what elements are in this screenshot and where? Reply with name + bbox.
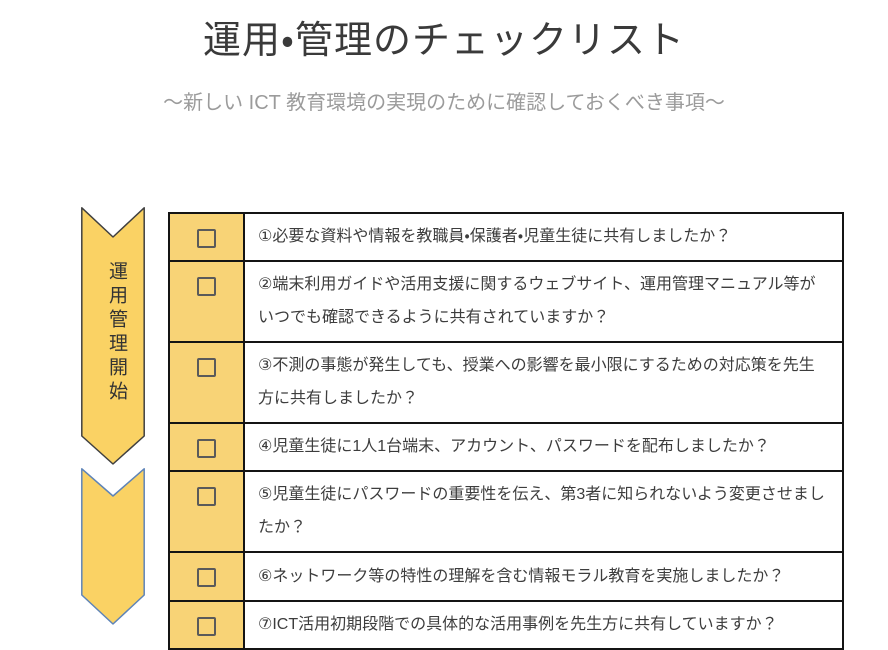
down-arrow-shape — [81, 468, 145, 625]
checkbox-icon[interactable] — [197, 439, 216, 458]
checkbox-cell — [168, 551, 245, 602]
table-row: ⑥ネットワーク等の特性の理解を含む情報モラル教育を実施しましたか？ — [168, 551, 844, 602]
checklist-item-text: ⑦ICT活用初期段階での具体的な活用事例を先生方に共有していますか？ — [243, 600, 844, 650]
table-row: ⑤児童生徒にパスワードの重要性を伝え、第3者に知られないよう変更させましたか？ — [168, 470, 844, 553]
page-subtitle: 〜新しい ICT 教育環境の実現のために確認しておくべき事項〜 — [163, 92, 725, 114]
table-row: ④児童生徒に1人1台端末、アカウント、パスワードを配布しましたか？ — [168, 422, 844, 472]
checkbox-icon[interactable] — [197, 568, 216, 587]
checklist-item-text: ④児童生徒に1人1台端末、アカウント、パスワードを配布しましたか？ — [243, 422, 844, 472]
ribbon-label: 運用管理開始 — [106, 261, 127, 405]
checkbox-cell — [168, 470, 245, 553]
down-arrow-ribbon-bottom — [81, 468, 145, 625]
checklist-table: ①必要な資料や情報を教職員・保護者・児童生徒に共有しましたか？ ②端末利用ガイド… — [168, 212, 844, 650]
checkbox-icon[interactable] — [197, 617, 216, 636]
page-title: 運用・管理のチェックリスト — [203, 20, 685, 62]
checkbox-icon[interactable] — [197, 487, 216, 506]
checklist-item-text: ①必要な資料や情報を教職員・保護者・児童生徒に共有しましたか？ — [243, 212, 844, 262]
checkbox-cell — [168, 212, 245, 262]
checklist-item-text: ②端末利用ガイドや活用支援に関するウェブサイト、運用管理マニュアル等がいつでも確… — [243, 260, 844, 343]
down-arrow-shape — [81, 207, 145, 465]
checkbox-cell — [168, 600, 245, 650]
table-row: ②端末利用ガイドや活用支援に関するウェブサイト、運用管理マニュアル等がいつでも確… — [168, 260, 844, 343]
down-arrow-ribbon-top — [81, 207, 145, 465]
table-row: ⑦ICT活用初期段階での具体的な活用事例を先生方に共有していますか？ — [168, 600, 844, 650]
checklist-item-text: ⑤児童生徒にパスワードの重要性を伝え、第3者に知られないよう変更させましたか？ — [243, 470, 844, 553]
checkbox-cell — [168, 422, 245, 472]
table-row: ①必要な資料や情報を教職員・保護者・児童生徒に共有しましたか？ — [168, 212, 844, 262]
checklist-body: ①必要な資料や情報を教職員・保護者・児童生徒に共有しましたか？ ②端末利用ガイド… — [168, 212, 844, 650]
checklist-item-text: ③不測の事態が発生しても、授業への影響を最小限にするための対応策を先生方に共有し… — [243, 341, 844, 424]
checkbox-cell — [168, 341, 245, 424]
checkbox-cell — [168, 260, 245, 343]
checkbox-icon[interactable] — [197, 358, 216, 377]
checklist-item-text: ⑥ネットワーク等の特性の理解を含む情報モラル教育を実施しましたか？ — [243, 551, 844, 602]
checkbox-icon[interactable] — [197, 229, 216, 248]
table-row: ③不測の事態が発生しても、授業への影響を最小限にするための対応策を先生方に共有し… — [168, 341, 844, 424]
checkbox-icon[interactable] — [197, 277, 216, 296]
